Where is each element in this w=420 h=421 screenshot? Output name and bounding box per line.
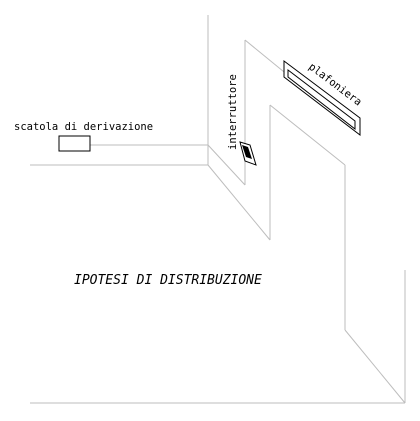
wall-line [344, 329, 406, 404]
switch-symbol [239, 141, 257, 166]
wall-line [207, 164, 271, 241]
diagram-title: IPOTESI DI DISTRIBUZIONE [74, 273, 262, 288]
ceiling-light-symbol [283, 60, 361, 137]
junction-box [58, 135, 91, 152]
wall-line [207, 144, 246, 186]
switch-label: interruttore [227, 74, 239, 150]
junction-box-label: scatola di derivazione [14, 121, 153, 133]
room-walls [30, 15, 406, 404]
wall-line [269, 104, 346, 166]
